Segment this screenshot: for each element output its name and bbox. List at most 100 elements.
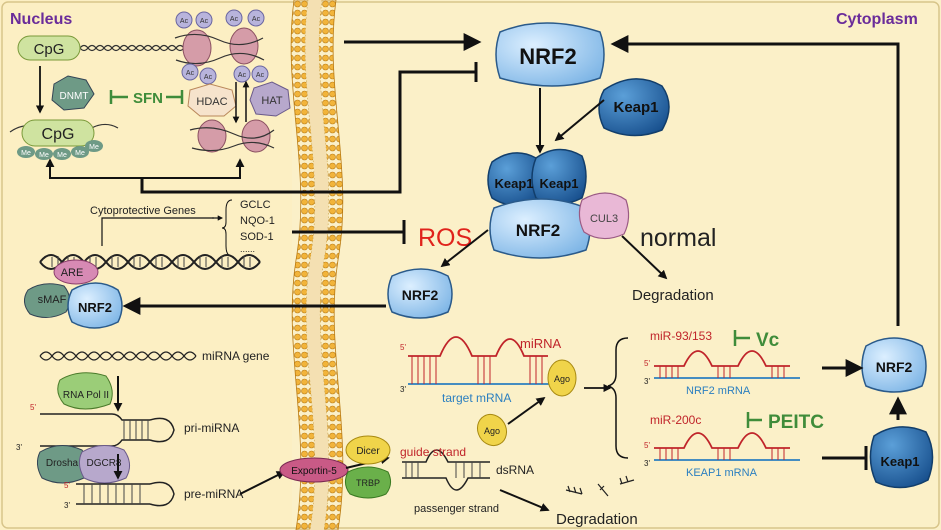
target-mrna-label: target mRNA xyxy=(442,391,511,405)
degradation-bottom-label: Degradation xyxy=(556,511,638,528)
mir-93-label: miR-93/153 xyxy=(650,329,712,343)
svg-text:Ac: Ac xyxy=(238,72,247,79)
pre-mirna-hairpin xyxy=(76,481,175,507)
keap1-free xyxy=(598,78,670,137)
cpg-top-box xyxy=(17,35,81,61)
ago-loading-label: Ago xyxy=(484,426,500,436)
mir-200c-label: miR-200c xyxy=(650,413,701,427)
nrf2-right-label: NRF2 xyxy=(876,359,913,375)
cell-membrane xyxy=(290,0,344,530)
complex-keap1-left-label: Keap1 xyxy=(494,176,533,191)
pri-three-prime: 3' xyxy=(16,443,22,452)
nrf2-mrna-three-prime: 3' xyxy=(644,377,650,386)
svg-text:Ac: Ac xyxy=(230,16,239,23)
methyl-groups: Me Me Me Me Me xyxy=(17,140,103,160)
hdac-protein xyxy=(187,83,237,117)
gene-nqo1: NQO-1 xyxy=(240,215,275,227)
keap1-nrf2-cul3-complex xyxy=(487,148,630,259)
svg-text:Me: Me xyxy=(39,152,49,159)
drosha-label: Drosha xyxy=(46,458,79,469)
nrf2-released-label: NRF2 xyxy=(402,287,439,303)
svg-text:Ac: Ac xyxy=(204,74,213,81)
svg-text:Ac: Ac xyxy=(256,72,265,79)
exportin-5 xyxy=(279,457,349,483)
peitc-label: PEITC xyxy=(768,412,824,433)
svg-text:Me: Me xyxy=(57,152,67,159)
smaf-protein xyxy=(24,283,70,318)
nrf2-bound-label: NRF2 xyxy=(78,300,112,315)
svg-text:Ac: Ac xyxy=(252,16,261,23)
target-three-prime: 3' xyxy=(400,385,406,394)
mir-93-nrf2-mrna xyxy=(654,350,800,379)
pri-five-prime: 5' xyxy=(30,403,36,412)
vc-label: Vc xyxy=(756,330,780,351)
mirna-gene-label: miRNA gene xyxy=(202,349,270,363)
cul3-label: CUL3 xyxy=(590,213,618,225)
svg-text:Ac: Ac xyxy=(180,18,189,25)
keap1-right-label: Keap1 xyxy=(880,454,919,469)
nucleosomes-deacetylated xyxy=(189,119,275,153)
nrf2-mrna-five-prime: 5' xyxy=(644,359,650,368)
mirna-label: miRNA xyxy=(520,336,561,351)
dnmt-label: DNMT xyxy=(60,91,89,102)
nrf2-released xyxy=(387,268,453,319)
rna-pol-label: RNA Pol II xyxy=(63,390,109,401)
dicer-protein xyxy=(345,435,391,465)
mirna-target-duplex xyxy=(408,336,560,385)
normal-label: normal xyxy=(640,224,716,252)
exportin-label: Exportin-5 xyxy=(291,466,337,477)
passenger-strand-label: passenger strand xyxy=(414,503,499,515)
gene-gclc: GCLC xyxy=(240,199,271,211)
target-five-prime: 5' xyxy=(400,343,406,352)
dgcr8-label: DGCR8 xyxy=(86,458,121,469)
hat-label: HAT xyxy=(261,95,282,107)
pri-mirna-label: pri-miRNA xyxy=(184,421,239,435)
complex-nrf2-label: NRF2 xyxy=(516,221,560,240)
cytoplasm-title: Cytoplasm xyxy=(836,11,918,28)
nrf2-mrna-label: NRF2 mRNA xyxy=(686,385,751,397)
smaf-label: sMAF xyxy=(38,294,67,306)
gene-more: ...... xyxy=(240,244,255,254)
hdac-label: HDAC xyxy=(196,96,227,108)
mirna-gene-dna xyxy=(39,351,197,361)
degraded-fragments xyxy=(565,475,635,497)
svg-text:Me: Me xyxy=(89,144,99,151)
keap1-mrna-five-prime: 5' xyxy=(644,441,650,450)
trbp-protein xyxy=(344,466,392,499)
svg-text:Me: Me xyxy=(75,150,85,157)
dsrna-duplex xyxy=(402,449,490,491)
cytoprotective-genes-label: Cytoprotective Genes xyxy=(90,205,196,217)
hat-protein xyxy=(249,81,291,117)
svg-text:Ac: Ac xyxy=(186,70,195,77)
nucleosomes-acetylated xyxy=(174,27,265,67)
dicer-label: Dicer xyxy=(356,446,380,457)
nrf2-free-top xyxy=(495,22,605,87)
keap1-mrna-three-prime: 3' xyxy=(644,459,650,468)
degradation-top-label: Degradation xyxy=(632,287,714,304)
keap1-free-label: Keap1 xyxy=(613,99,658,116)
pre-three-prime: 3' xyxy=(64,501,70,510)
nrf2-top-label: NRF2 xyxy=(519,44,576,69)
guide-strand-label: guide strand xyxy=(400,445,466,459)
nucleus-title: Nucleus xyxy=(10,11,72,28)
pre-mirna-label: pre-miRNA xyxy=(184,487,243,501)
dsrna-label: dsRNA xyxy=(496,463,534,477)
ago-protein-loading xyxy=(476,413,508,447)
ago-target-label: Ago xyxy=(554,374,570,384)
mir-200c-keap1-mrna xyxy=(654,432,800,461)
dna-strand-top xyxy=(79,44,185,52)
trbp-label: TRBP xyxy=(356,478,380,488)
gene-sod1: SOD-1 xyxy=(240,231,274,243)
svg-text:Me: Me xyxy=(21,150,31,157)
acetyl-groups: Ac Ac Ac Ac Ac Ac Ac Ac xyxy=(175,9,269,85)
are-label: ARE xyxy=(61,267,84,279)
ago-protein-target xyxy=(547,359,577,397)
cpg-top-label: CpG xyxy=(34,41,65,58)
cpg-bottom-label: CpG xyxy=(42,126,75,143)
pre-five-prime: 5' xyxy=(64,481,70,490)
keap1-right xyxy=(869,426,934,489)
are-element xyxy=(53,259,99,285)
dnmt-protein xyxy=(51,75,95,111)
sfn-label: SFN xyxy=(133,90,163,107)
